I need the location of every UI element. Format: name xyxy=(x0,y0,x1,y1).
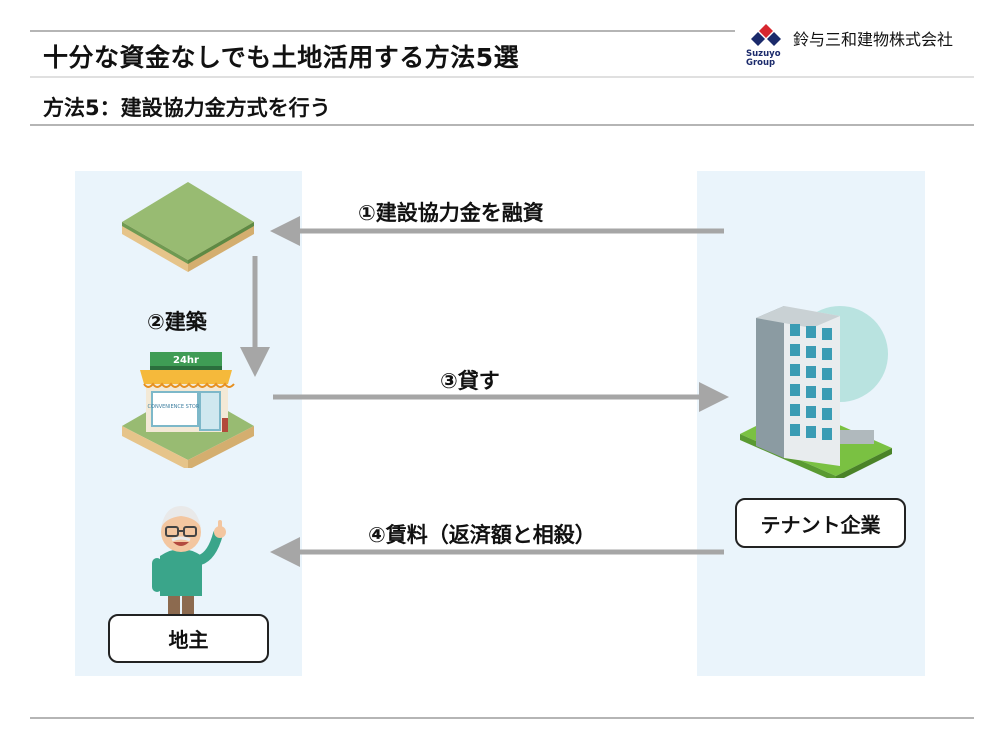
logo-text-line1: Suzuyo xyxy=(746,49,781,59)
landowner-icon xyxy=(152,506,226,618)
step2-label: ②建築 xyxy=(147,310,207,334)
landowner-label: 地主 xyxy=(108,614,269,663)
office-building-icon xyxy=(740,306,892,478)
store-name: CONVENIENCE STORE xyxy=(148,404,203,410)
step1-label: ①建設協力金を融資 xyxy=(358,201,544,225)
header-rule-subtitle xyxy=(30,124,974,126)
page-title: 十分な資金なしでも土地活用する方法5選 xyxy=(43,43,520,72)
footer-rule xyxy=(30,717,974,719)
logo-text-line2: Group xyxy=(746,58,776,68)
company-name: 鈴与三和建物株式会社 xyxy=(793,30,954,49)
company-logo: Suzuyo Group xyxy=(746,22,786,68)
logo-diamond-icon xyxy=(751,24,781,46)
tenant-label: テナント企業 xyxy=(735,498,906,548)
header-rule-top xyxy=(30,30,735,32)
convenience-store-icon: 24hr CONVENIENCE STORE xyxy=(122,352,254,468)
step3-label: ③貸す xyxy=(440,369,500,393)
step4-label: ④賃料（返済額と相殺） xyxy=(368,523,596,547)
header-rule-title xyxy=(30,76,974,78)
empty-land-icon xyxy=(122,182,254,272)
store-sign: 24hr xyxy=(173,355,199,366)
page-subtitle: 方法5：建設協力金方式を行う xyxy=(43,96,331,120)
